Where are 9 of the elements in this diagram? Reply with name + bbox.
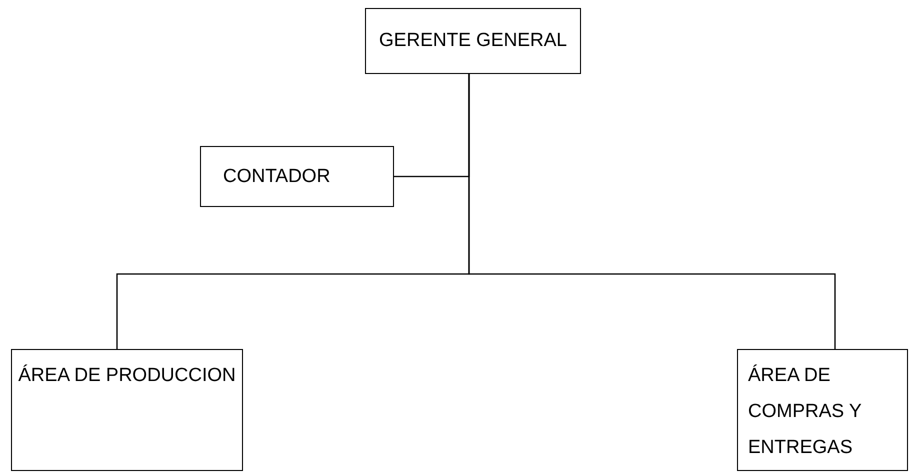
box-label: GERENTE GENERAL xyxy=(379,29,567,53)
box-label: ÁREA DE PRODUCCION xyxy=(18,364,236,388)
org-box xyxy=(11,349,243,471)
org-box xyxy=(737,349,908,471)
org-box xyxy=(365,8,581,74)
org-box xyxy=(200,146,394,207)
box-label: ÁREA DE COMPRAS Y ENTREGAS xyxy=(748,364,862,460)
box-label: CONTADOR xyxy=(223,164,330,188)
connector-line xyxy=(468,74,836,349)
